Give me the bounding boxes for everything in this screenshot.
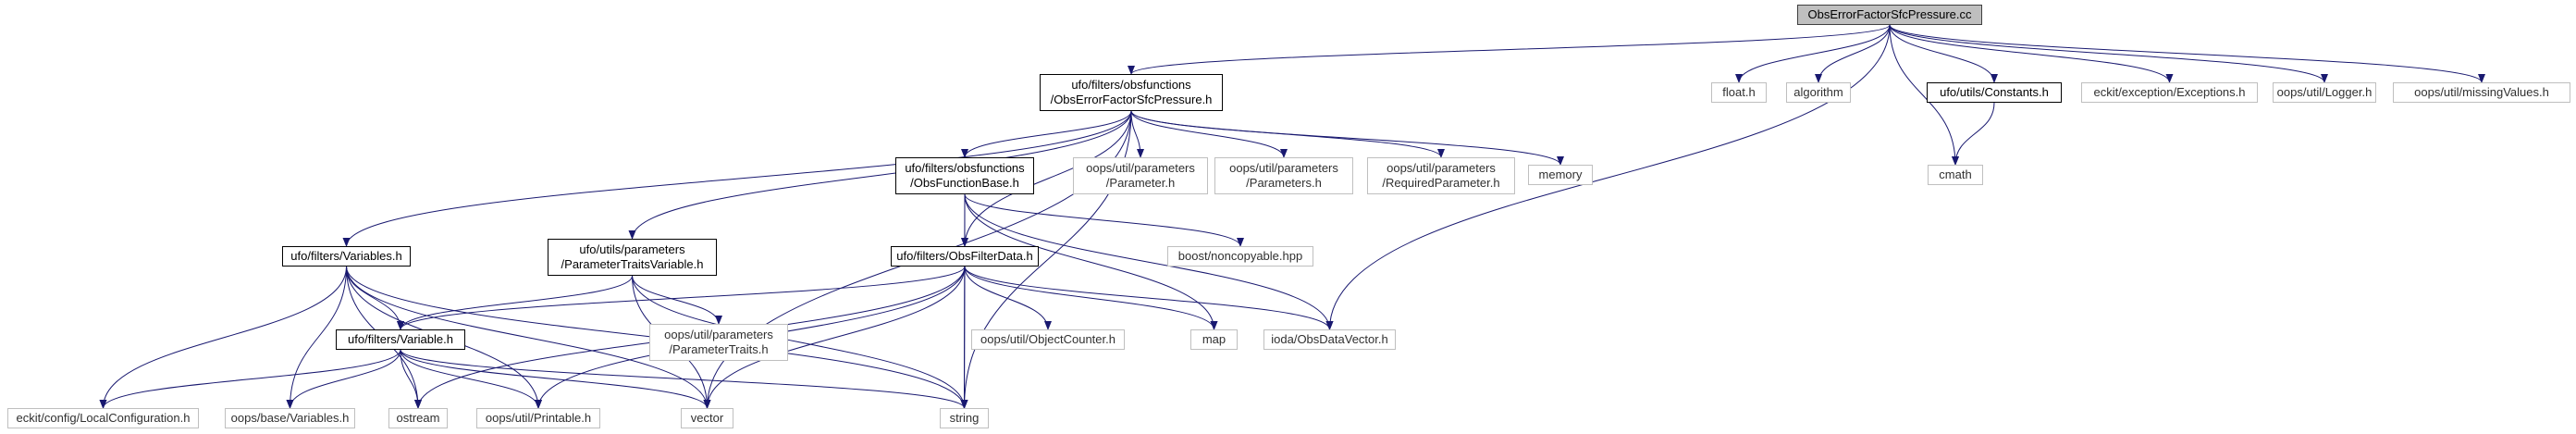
node-printable[interactable]: oops/util/Printable.h — [476, 408, 600, 428]
edge-root-to-cmath — [1889, 24, 1959, 166]
node-variablesh[interactable]: ufo/filters/Variables.h — [282, 246, 411, 267]
node-reqparam[interactable]: oops/util/parameters /RequiredParameter.… — [1367, 157, 1515, 194]
edge-root-to-logger — [1889, 24, 2328, 83]
edge-filterdata-to-string — [960, 266, 968, 409]
node-parameter[interactable]: oops/util/parameters /Parameter.h — [1073, 157, 1208, 194]
edge-fnbase-to-obsdatavector — [964, 193, 1334, 330]
edge-variableh-to-localconfig — [99, 349, 401, 409]
node-map[interactable]: map — [1190, 329, 1238, 350]
node-logger[interactable]: oops/util/Logger.h — [2273, 82, 2376, 103]
node-missing[interactable]: oops/util/missingValues.h — [2393, 82, 2570, 103]
edge-fnbase-to-map — [964, 193, 1218, 330]
edge-obsfn-to-ptvar — [628, 110, 1132, 240]
edge-variablesh-to-variableh — [346, 266, 404, 330]
node-memory[interactable]: memory — [1528, 165, 1593, 185]
edge-ptvar-to-ptraits — [632, 275, 722, 325]
node-oopsvars[interactable]: oops/base/Variables.h — [225, 408, 355, 428]
node-parameters[interactable]: oops/util/parameters /Parameters.h — [1214, 157, 1353, 194]
edge-root-to-algorithm — [1815, 24, 1891, 83]
edge-filterdata-to-obsdatavector — [964, 266, 1334, 330]
edge-obsfn-to-filterdata — [961, 110, 1132, 247]
node-cmath[interactable]: cmath — [1928, 165, 1983, 185]
edge-root-to-exceptions — [1889, 24, 2174, 83]
node-floath[interactable]: float.h — [1711, 82, 1767, 103]
edge-root-to-constants — [1889, 24, 1998, 83]
node-constants[interactable]: ufo/utils/Constants.h — [1927, 82, 2062, 103]
node-ostream[interactable]: ostream — [388, 408, 448, 428]
edge-filterdata-to-vector — [703, 266, 966, 409]
node-algorithm[interactable]: algorithm — [1786, 82, 1851, 103]
node-objcounter[interactable]: oops/util/ObjectCounter.h — [971, 329, 1125, 350]
edge-root-to-obsdatavector — [1325, 24, 1891, 330]
edge-root-to-missing — [1889, 24, 2485, 83]
node-obsdatavector[interactable]: ioda/ObsDataVector.h — [1263, 329, 1396, 350]
edge-variableh-to-oopsvars — [286, 349, 401, 409]
edge-root-to-obsfn — [1128, 24, 1891, 75]
node-obsfn[interactable]: ufo/filters/obsfunctions /ObsErrorFactor… — [1040, 74, 1223, 111]
edge-obsfn-to-fnbase — [961, 110, 1132, 158]
edge-variableh-to-ostream — [400, 349, 422, 409]
node-string[interactable]: string — [940, 408, 989, 428]
edge-obsfn-to-variablesh — [342, 110, 1132, 247]
node-localconfig[interactable]: eckit/config/LocalConfiguration.h — [7, 408, 199, 428]
edge-variablesh-to-oopsvars — [286, 266, 347, 409]
edge-ptvar-to-variableh — [397, 275, 633, 330]
edge-fnbase-to-noncopyable — [964, 193, 1244, 247]
node-ptraits[interactable]: oops/util/parameters /ParameterTraits.h — [649, 324, 788, 361]
node-variableh[interactable]: ufo/filters/Variable.h — [336, 329, 465, 350]
node-noncopyable[interactable]: boost/noncopyable.hpp — [1167, 246, 1313, 267]
edge-filterdata-to-map — [964, 266, 1218, 330]
edge-variablesh-to-localconfig — [99, 266, 347, 409]
edge-obsfn-to-memory — [1130, 110, 1564, 166]
edge-root-to-floath — [1735, 24, 1891, 83]
edge-variablesh-to-vector — [346, 266, 711, 409]
edge-variableh-to-string — [400, 349, 968, 409]
edge-constants-to-cmath — [1952, 102, 1995, 166]
node-filterdata[interactable]: ufo/filters/ObsFilterData.h — [891, 246, 1039, 267]
edge-variableh-to-vector — [400, 349, 711, 409]
edge-filterdata-to-objcounter — [964, 266, 1052, 330]
node-exceptions[interactable]: eckit/exception/Exceptions.h — [2081, 82, 2258, 103]
edge-variableh-to-printable — [400, 349, 542, 409]
edge-obsfn-to-parameters — [1130, 110, 1288, 158]
node-vector[interactable]: vector — [681, 408, 733, 428]
node-fnbase[interactable]: ufo/filters/obsfunctions /ObsFunctionBas… — [895, 157, 1034, 194]
node-ptvar[interactable]: ufo/utils/parameters /ParameterTraitsVar… — [548, 239, 717, 276]
node-root: ObsErrorFactorSfcPressure.cc — [1797, 5, 1982, 25]
edge-filterdata-to-variableh — [397, 266, 966, 330]
